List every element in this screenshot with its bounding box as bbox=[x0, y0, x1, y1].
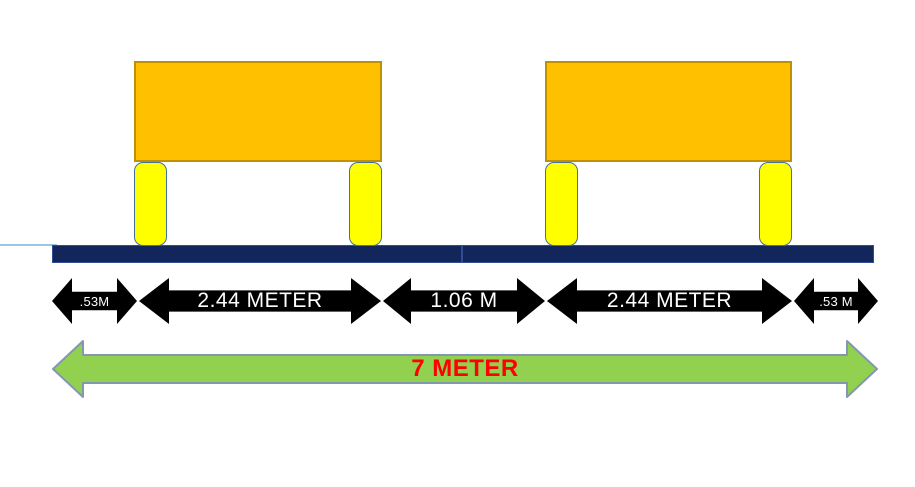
dimension-label: .53 M bbox=[819, 293, 853, 309]
dimension-arrow-right-offset: .53 M bbox=[794, 278, 878, 324]
table-2-leg-left bbox=[545, 162, 578, 246]
dimension-label: 2.44 METER bbox=[197, 289, 323, 312]
table-1-leg-left bbox=[134, 162, 167, 246]
dimension-arrow-table-1-span: 2.44 METER bbox=[139, 278, 381, 324]
platform-left-segment bbox=[52, 245, 462, 263]
double-arrow-shape bbox=[52, 340, 878, 398]
dimension-arrow-table-2-span: 2.44 METER bbox=[547, 278, 792, 324]
table-2-top bbox=[545, 61, 792, 162]
platform-right-segment bbox=[462, 245, 874, 263]
dimension-arrow-left-offset: .53M bbox=[52, 278, 137, 324]
table-1-top bbox=[134, 61, 382, 162]
total-length-arrow: 7 METER bbox=[52, 339, 878, 399]
connector-line bbox=[0, 244, 57, 246]
dimension-label: .53M bbox=[79, 293, 110, 309]
total-length-label: 7 METER bbox=[411, 355, 519, 382]
table-1-leg-right bbox=[349, 162, 382, 246]
dimension-label: 2.44 METER bbox=[606, 289, 733, 312]
table-2-leg-right bbox=[759, 162, 792, 246]
dimension-label: 1.06 M bbox=[430, 289, 498, 312]
dimension-arrow-gap-between-tables: 1.06 M bbox=[383, 278, 545, 324]
